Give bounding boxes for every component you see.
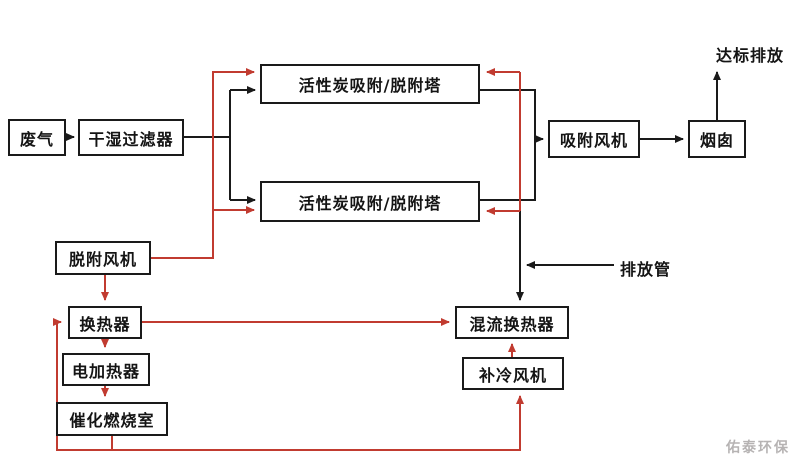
- node-filter: 干湿过滤器: [78, 119, 184, 156]
- node-carbon-tower-top: 活性炭吸附/脱附塔: [260, 64, 480, 104]
- node-heat-exchanger: 换热器: [68, 306, 142, 339]
- node-waste-gas: 废气: [8, 119, 66, 156]
- red-return-pipe-to-tower-right-sides: [486, 68, 521, 215]
- label-compliant-emission: 达标排放: [716, 46, 785, 65]
- node-catalytic-chamber: 催化燃烧室: [56, 402, 168, 436]
- watermark: 佑泰环保: [726, 440, 790, 456]
- connector-towers-to-adsorption-fan: [480, 89, 544, 201]
- red-catalytic-bottom-loop: [53, 318, 524, 451]
- node-carbon-tower-bottom: 活性炭吸附/脱附塔: [260, 181, 480, 222]
- node-electric-heater: 电加热器: [62, 353, 150, 386]
- connector-filter-to-towers: [184, 86, 256, 204]
- node-mixed-flow-hx: 混流换热器: [455, 306, 569, 339]
- node-cooling-fan: 补冷风机: [462, 357, 564, 390]
- label-discharge-pipe: 排放管: [620, 260, 672, 279]
- red-desorption-fan-to-towers: [151, 68, 255, 259]
- node-chimney: 烟囱: [688, 120, 746, 158]
- node-adsorption-fan: 吸附风机: [548, 120, 640, 158]
- node-desorption-fan: 脱附风机: [55, 241, 151, 275]
